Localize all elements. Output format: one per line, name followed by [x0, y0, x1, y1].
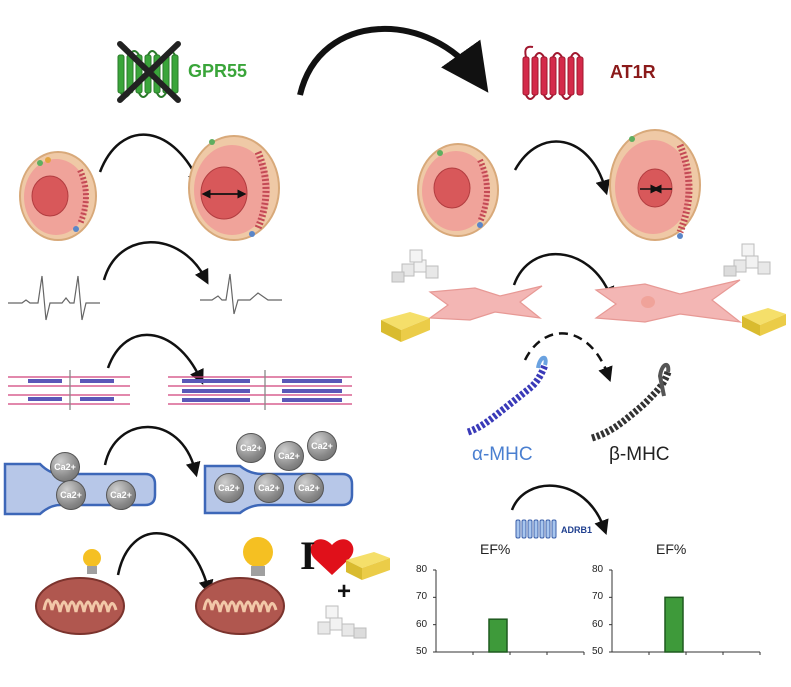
plus-sign: + — [337, 578, 352, 605]
sarcomere-left — [8, 370, 130, 410]
beta-mhc-icon — [590, 363, 672, 442]
calcium-ion-label: Ca2+ — [240, 443, 262, 453]
calcium-ion-label: Ca2+ — [298, 483, 320, 493]
calcium-ion-label: Ca2+ — [218, 483, 240, 493]
cell-cross-section-right-1 — [417, 143, 499, 237]
calcium-ion: Ca2+ — [56, 480, 86, 510]
ef-charts — [433, 569, 761, 655]
bulb-small-icon — [83, 549, 101, 574]
y-tick-label: 50 — [592, 646, 604, 657]
mitochondria-right — [195, 577, 285, 635]
beta-mhc-label: β-MHC — [609, 444, 670, 465]
butter-right-icon — [742, 308, 786, 336]
cell-cross-section-right-2 — [609, 129, 701, 241]
y-tick-label: 70 — [416, 591, 428, 603]
cell-cross-section-left-1 — [19, 151, 97, 241]
i-letter: I — [300, 533, 316, 578]
arrow-row3-left — [106, 333, 204, 385]
cell-cross-section-left-2 — [188, 135, 280, 241]
arrow-row1-right — [513, 140, 611, 196]
y-tick-label: 60 — [416, 618, 428, 630]
calcium-ion: Ca2+ — [274, 441, 304, 471]
arrow-row5-left — [116, 532, 214, 596]
calcium-ion-label: Ca2+ — [278, 451, 300, 461]
adrb1-receptor-icon — [515, 519, 557, 539]
chart-title: EF% — [480, 541, 511, 557]
arrow-mhc-dashed — [523, 332, 613, 383]
calcium-ion: Ca2+ — [214, 473, 244, 503]
arrow-row2-left — [102, 241, 209, 285]
chart-title: EF% — [656, 541, 687, 557]
myocyte-right — [594, 279, 743, 323]
calcium-ion: Ca2+ — [50, 452, 80, 482]
calcium-ion-label: Ca2+ — [60, 490, 82, 500]
y-tick-label: 70 — [592, 591, 604, 603]
sugar-diet-icon — [317, 605, 367, 639]
butter-diet-icon — [346, 552, 390, 580]
arrow-adrb1 — [510, 484, 609, 536]
calcium-ion-label: Ca2+ — [54, 462, 76, 472]
y-tick-label: 60 — [592, 618, 604, 630]
knockout-x-icon — [117, 41, 181, 103]
ecg-trace-left — [8, 275, 100, 321]
ef-bar — [664, 596, 684, 653]
top-arrow — [297, 25, 489, 96]
alpha-mhc-icon — [466, 355, 549, 436]
at1r-label: AT1R — [610, 62, 656, 82]
arrow-row1-left — [98, 133, 202, 187]
butter-left-icon — [381, 312, 430, 342]
calcium-ion-label: Ca2+ — [311, 441, 333, 451]
myocyte-left — [428, 285, 543, 321]
calcium-ion: Ca2+ — [254, 473, 284, 503]
calcium-ion-label: Ca2+ — [110, 490, 132, 500]
y-tick-label: 80 — [592, 564, 604, 575]
bulb-large-icon — [243, 537, 273, 576]
gpr55-label: GPR55 — [188, 61, 248, 81]
y-tick-label: 80 — [416, 564, 428, 575]
calcium-ion: Ca2+ — [106, 480, 136, 510]
at1r-receptor-icon — [522, 45, 584, 100]
adrb1-label: ADRB1 — [561, 525, 593, 535]
mitochondria-left — [35, 577, 125, 635]
ef-bar — [488, 618, 508, 653]
y-tick-label: 50 — [416, 646, 428, 657]
heart-icon — [310, 539, 354, 575]
alpha-mhc-label: α-MHC — [472, 444, 533, 465]
calcium-ion: Ca2+ — [294, 473, 324, 503]
arrow-row2-right — [512, 252, 615, 302]
sarcomere-right — [168, 370, 352, 410]
calcium-ion-label: Ca2+ — [258, 483, 280, 493]
ecg-trace-right — [200, 273, 282, 315]
sugar-cubes-left-icon — [391, 249, 439, 283]
arrow-row4-left — [103, 425, 201, 478]
calcium-ion: Ca2+ — [236, 433, 266, 463]
sugar-cubes-right-icon — [723, 243, 771, 277]
calcium-ion: Ca2+ — [307, 431, 337, 461]
